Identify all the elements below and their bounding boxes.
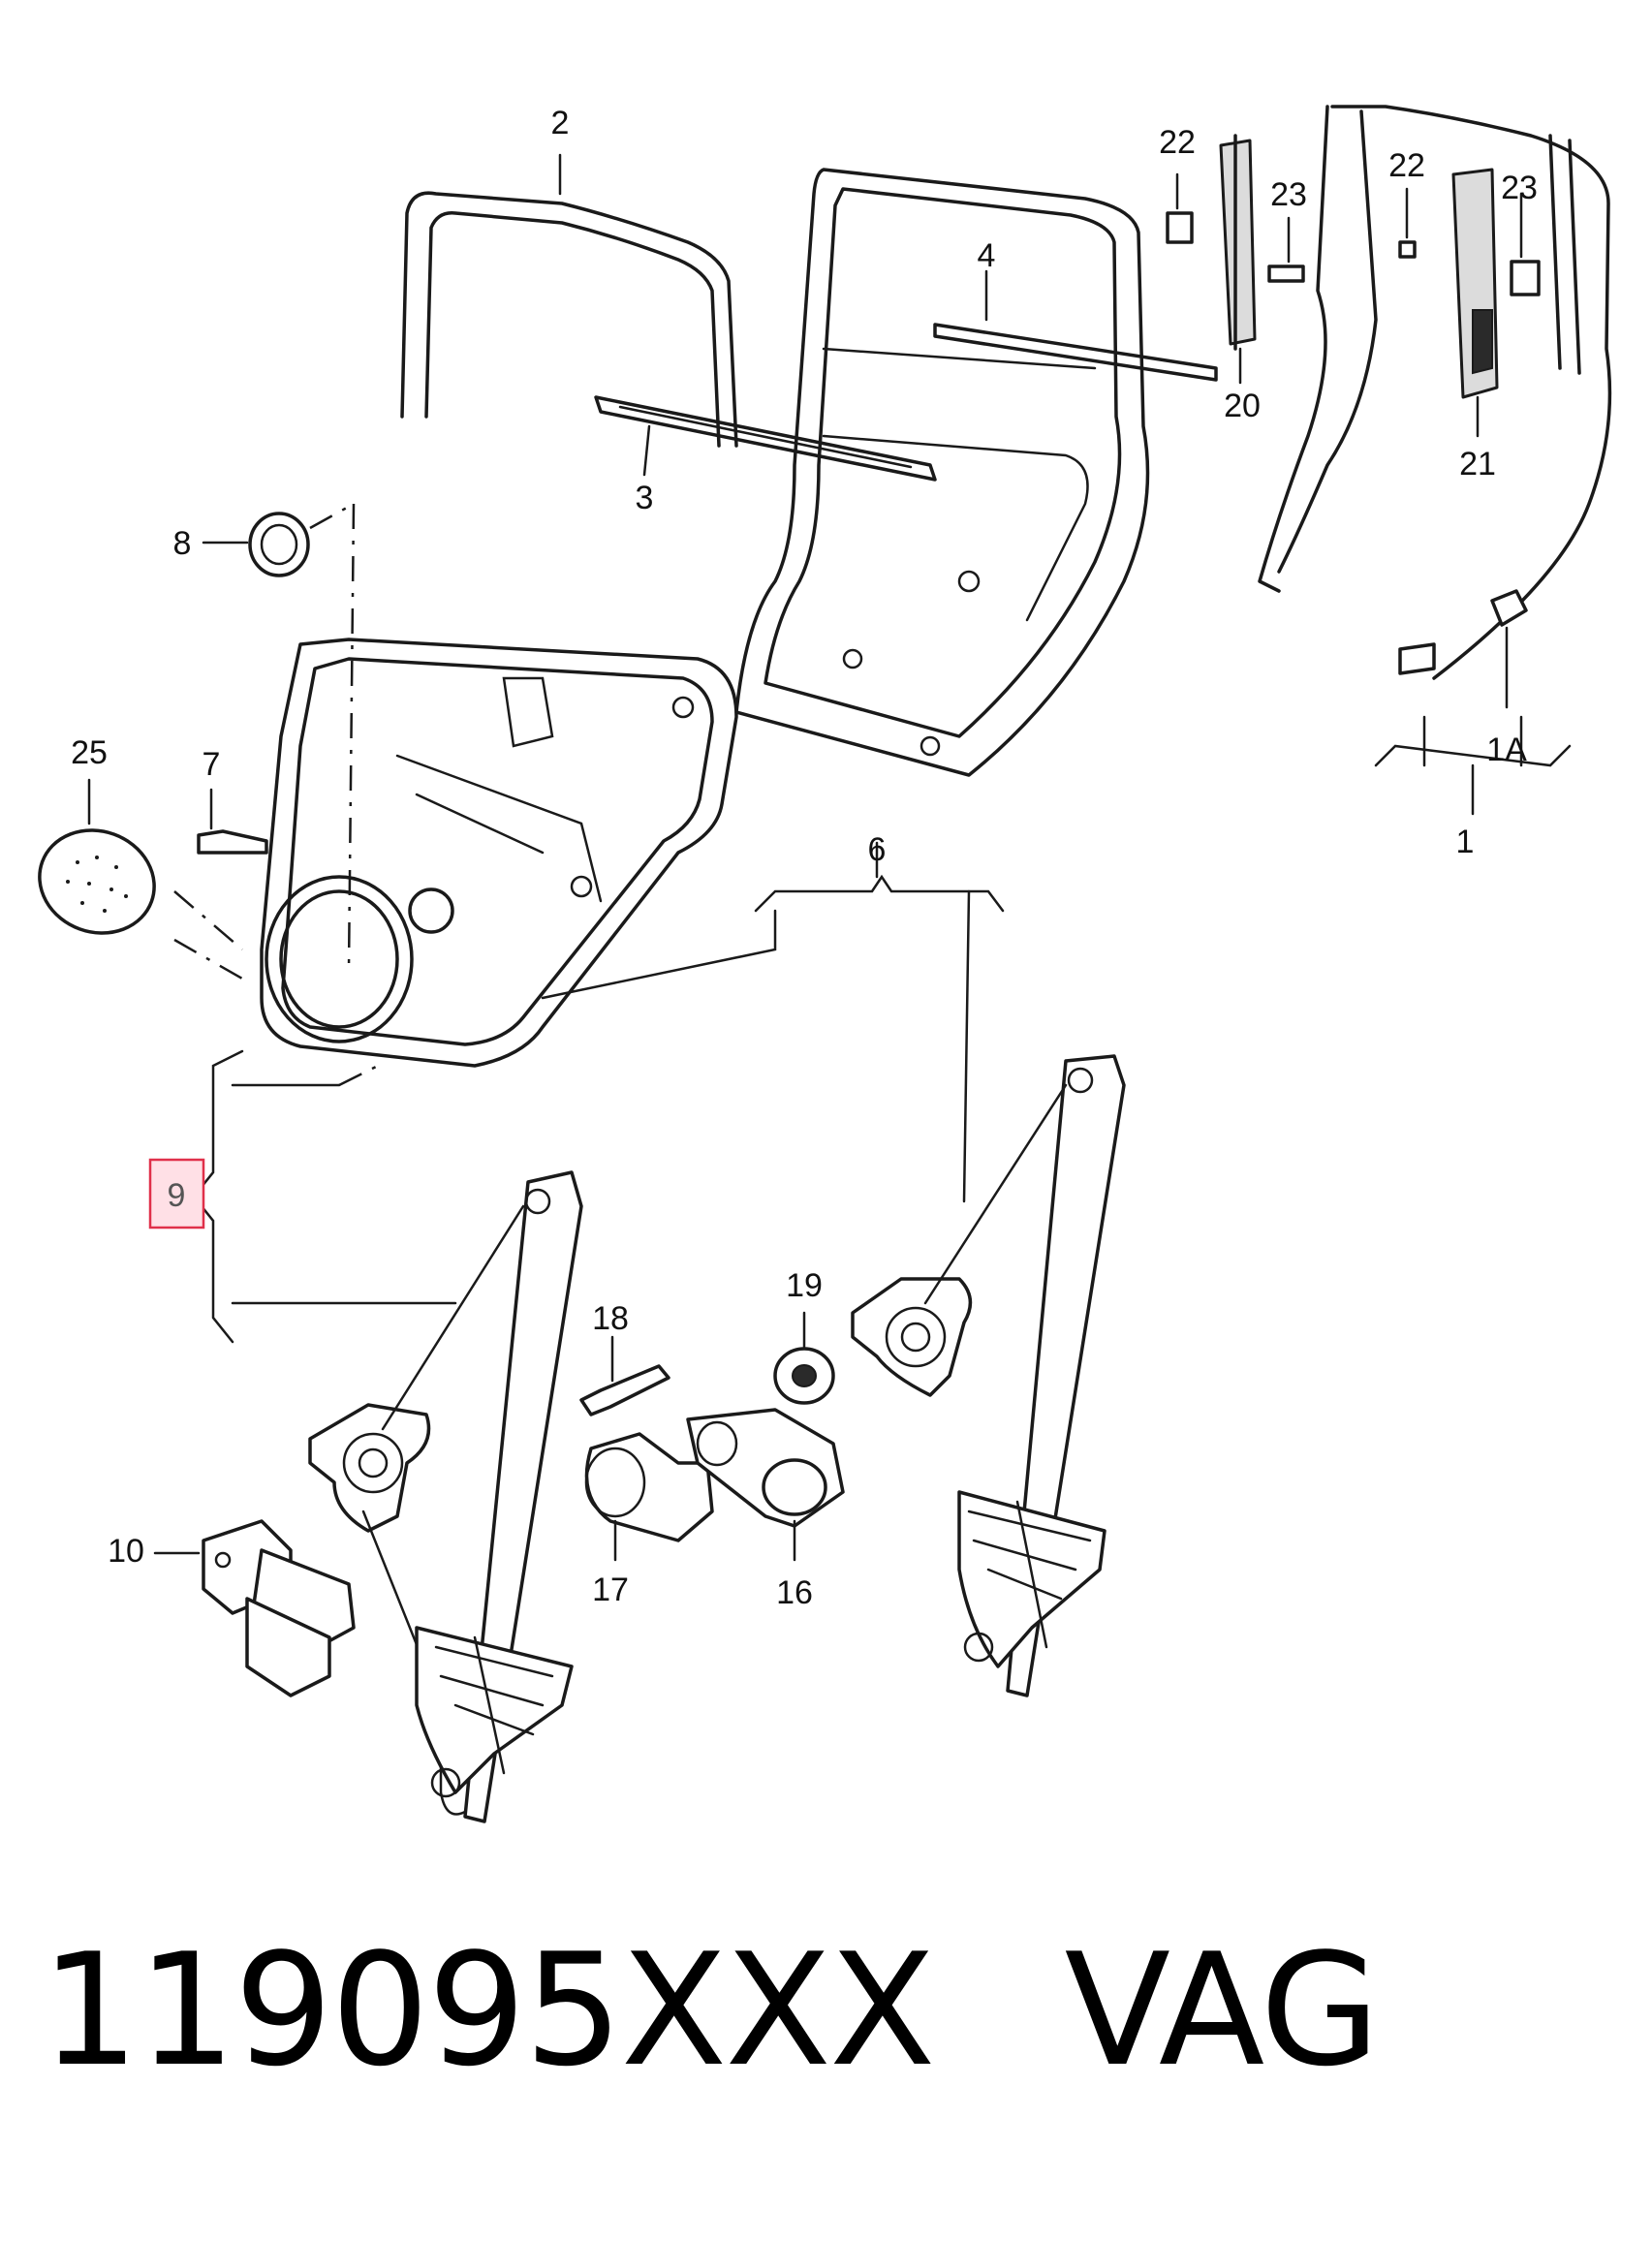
window-regulator-left [308,1170,583,1823]
door-frame-1 [1258,105,1612,816]
highlighted-label-9[interactable]: 9 [148,1158,205,1229]
label-2: 2 [551,105,570,141]
label-4: 4 [978,237,996,274]
brand-name: VAG [1064,1919,1381,2101]
drive-housing-16 [686,1408,845,1562]
screw-7 [197,788,268,855]
screw-23a [1267,265,1305,283]
label-1a: 1A [1486,731,1527,768]
speaker-cover-25 [38,778,156,935]
label-1: 1 [1456,824,1475,860]
screw-22b [1398,240,1417,259]
clip-23b [1510,260,1541,296]
part-number: 119095XXX [41,1919,936,2101]
clip-22a [1166,211,1194,244]
clip-1a [1490,589,1528,709]
label-23b: 23 [1501,170,1538,206]
label-18: 18 [592,1300,629,1337]
label-7: 7 [203,746,221,783]
window-guide-rail [594,395,937,482]
highlight-box[interactable] [150,1160,203,1228]
label-6: 6 [868,831,887,868]
footer-caption: 119095XXX VAG [41,1919,1381,2101]
label-17: 17 [592,1572,629,1608]
label-20: 20 [1224,388,1261,424]
window-seal [400,153,738,448]
gear-19 [773,1311,835,1405]
cap-8 [202,502,355,577]
trim-strip [933,269,1218,382]
cover-17 [584,1432,714,1562]
window-regulator-right [851,889,1126,1697]
door-shell [734,168,1150,777]
screw-18 [579,1335,670,1416]
guide-channel-21 [1398,168,1541,438]
label-10: 10 [108,1533,144,1570]
label-23a: 23 [1270,176,1307,213]
bracket-9 [192,1049,457,1344]
label-16: 16 [776,1574,813,1611]
label-22b: 22 [1388,147,1425,184]
highlight-border [148,1158,205,1229]
label-19: 19 [786,1267,823,1304]
carrier-panel-6 [173,503,1005,1068]
motor-10 [153,1519,356,1697]
part-labels: 2 3 4 22 23 20 22 23 21 1A 1 8 25 7 6 10… [71,105,1538,1611]
label-3: 3 [636,480,654,516]
label-9[interactable]: 9 [168,1177,186,1214]
label-25: 25 [71,734,108,771]
label-22a: 22 [1159,124,1196,161]
guide-channel-20 [1166,134,1305,385]
label-8: 8 [173,525,192,562]
label-21: 21 [1459,446,1496,482]
